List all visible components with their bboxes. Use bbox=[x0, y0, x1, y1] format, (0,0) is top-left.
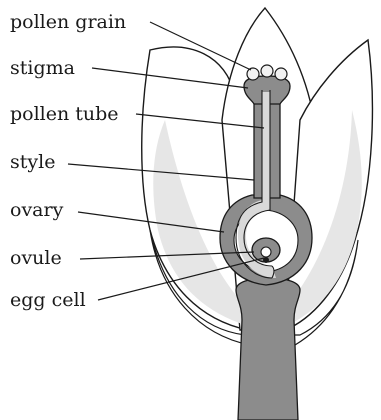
labels: pollen grain stigma pollen tube style ov… bbox=[10, 11, 126, 311]
label-stigma: stigma bbox=[10, 57, 75, 79]
label-pollen-tube: pollen tube bbox=[10, 103, 119, 125]
stalk bbox=[236, 278, 300, 420]
pollen-grain-1 bbox=[247, 68, 259, 80]
label-style: style bbox=[10, 151, 55, 173]
egg-cell-nucleus bbox=[261, 247, 271, 257]
pollen-grain-3 bbox=[275, 68, 287, 80]
pollen-grain-2 bbox=[261, 65, 273, 77]
label-egg-cell: egg cell bbox=[10, 289, 86, 311]
label-pollen-grain: pollen grain bbox=[10, 11, 126, 33]
label-ovule: ovule bbox=[10, 247, 62, 269]
label-ovary: ovary bbox=[10, 199, 64, 221]
